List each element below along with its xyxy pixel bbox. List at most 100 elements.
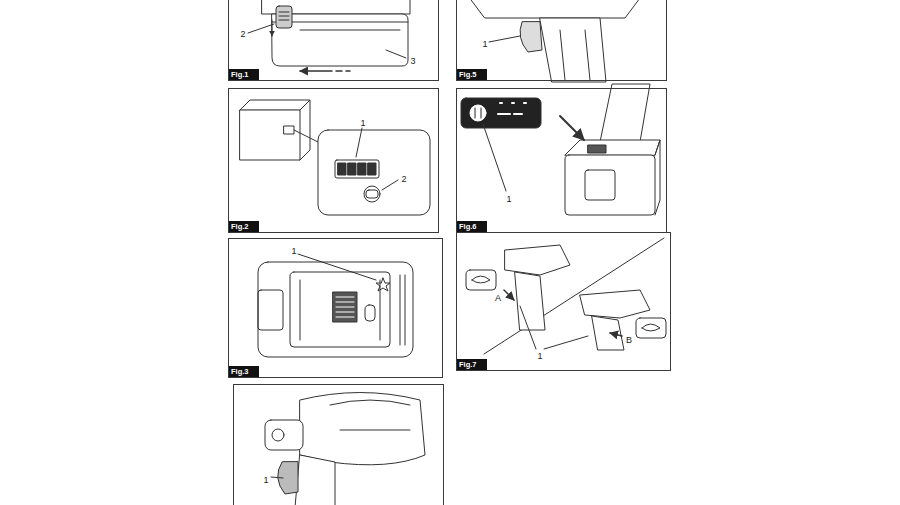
switch-position-figure bbox=[642, 324, 660, 331]
leader-line bbox=[298, 254, 376, 280]
callout-number: A bbox=[495, 294, 501, 303]
impact-driver-figure bbox=[265, 420, 303, 450]
battery-top-figure bbox=[400, 275, 405, 345]
battery-indicator-figure bbox=[294, 130, 318, 142]
battery-indicator-figure bbox=[366, 190, 378, 198]
display-panel-figure bbox=[560, 116, 584, 140]
battery-slide-figure bbox=[279, 12, 289, 20]
battery-indicator-figure bbox=[368, 163, 376, 175]
switch-position-figure bbox=[592, 316, 624, 350]
callout-number: 1 bbox=[506, 195, 511, 204]
battery-indicator-figure bbox=[338, 163, 346, 175]
figure-panel: 1Fig.6 bbox=[456, 88, 667, 233]
figure-panel: 1Fig.3 bbox=[228, 238, 443, 378]
leader-line bbox=[298, 254, 376, 280]
figure-label: Fig.6 bbox=[457, 221, 487, 233]
leader-line bbox=[248, 24, 274, 33]
switch-position-figure bbox=[610, 333, 622, 336]
figure-label: Fig.7 bbox=[457, 359, 487, 371]
display-panel-figure bbox=[600, 84, 650, 142]
figure-panel: 23Fig.1 bbox=[228, 0, 439, 81]
leader-line bbox=[382, 180, 398, 190]
display-panel-figure bbox=[585, 170, 615, 200]
display-panel-figure bbox=[588, 145, 606, 153]
battery-indicator-figure bbox=[284, 126, 294, 134]
battery-slide-figure bbox=[336, 70, 350, 72]
display-panel-figure bbox=[565, 140, 660, 155]
battery-indicator-figure bbox=[335, 160, 379, 178]
battery-top-figure bbox=[258, 290, 283, 330]
leader-line bbox=[356, 128, 398, 190]
callout-number: 1 bbox=[537, 352, 542, 361]
figure-panel: 12Fig.2 bbox=[228, 88, 439, 233]
impact-driver-figure bbox=[272, 429, 284, 441]
switch-position-figure bbox=[515, 272, 545, 330]
leader-line bbox=[489, 36, 520, 42]
figure-panel: 1 bbox=[233, 384, 444, 505]
tool-grip-figure bbox=[470, 0, 640, 82]
impact-driver-figure bbox=[300, 393, 425, 465]
battery-top-figure bbox=[336, 297, 354, 317]
callout-number: 1 bbox=[263, 476, 268, 485]
display-panel-figure bbox=[565, 155, 655, 215]
leader-line bbox=[489, 36, 520, 42]
battery-slide-figure bbox=[262, 0, 410, 71]
impact-driver-figure bbox=[295, 455, 335, 505]
tool-grip-figure bbox=[470, 0, 640, 18]
switch-position-figure bbox=[636, 318, 666, 338]
figure-panel: 1Fig.5 bbox=[456, 0, 667, 81]
impact-driver-figure bbox=[330, 400, 410, 430]
callout-number: 1 bbox=[291, 247, 296, 256]
switch-position-figure bbox=[466, 238, 666, 354]
leader-line bbox=[483, 124, 506, 191]
leader-line bbox=[271, 477, 283, 478]
display-panel-figure bbox=[475, 108, 481, 118]
callout-number: 3 bbox=[410, 57, 415, 66]
battery-slide-figure bbox=[272, 20, 273, 36]
switch-position-figure bbox=[504, 290, 514, 300]
leader-line bbox=[386, 50, 406, 58]
switch-position-figure bbox=[472, 276, 490, 283]
callout-number: B bbox=[626, 336, 632, 345]
battery-indicator-figure bbox=[348, 163, 356, 175]
leader-line bbox=[271, 477, 283, 478]
battery-top-figure bbox=[365, 305, 375, 321]
display-panel-figure bbox=[461, 98, 541, 128]
tool-grip-figure bbox=[540, 18, 606, 82]
battery-top-figure bbox=[258, 262, 413, 357]
battery-top-figure bbox=[333, 292, 357, 322]
leader-line bbox=[248, 24, 406, 58]
battery-top-figure bbox=[258, 262, 413, 357]
leader-line bbox=[356, 128, 362, 157]
battery-indicator-figure bbox=[318, 130, 430, 215]
callout-number: 2 bbox=[240, 30, 245, 39]
battery-slide-figure bbox=[276, 6, 292, 28]
battery-slide-figure bbox=[300, 30, 400, 31]
battery-indicator-figure bbox=[364, 186, 380, 202]
tool-grip-figure bbox=[520, 22, 542, 52]
switch-position-figure bbox=[505, 245, 570, 275]
display-panel-figure bbox=[500, 102, 526, 104]
battery-top-figure bbox=[300, 280, 380, 340]
display-panel-figure bbox=[470, 105, 486, 121]
switch-position-figure bbox=[466, 270, 496, 290]
battery-indicator-figure bbox=[300, 100, 310, 160]
battery-top-figure bbox=[290, 272, 390, 347]
battery-indicator-figure bbox=[240, 110, 300, 160]
figure-label: Fig.5 bbox=[457, 69, 487, 81]
battery-indicator-figure bbox=[240, 100, 430, 215]
switch-position-figure bbox=[580, 290, 650, 318]
callout-number: 2 bbox=[401, 175, 406, 184]
callout-number: 1 bbox=[360, 119, 365, 128]
display-panel-figure bbox=[461, 84, 660, 215]
impact-driver-figure bbox=[265, 393, 425, 505]
leader-line bbox=[520, 306, 536, 349]
leader-line bbox=[483, 124, 506, 191]
battery-indicator-figure bbox=[358, 163, 366, 175]
display-panel-figure bbox=[498, 113, 522, 115]
leader-line bbox=[520, 306, 588, 349]
tool-grip-figure bbox=[560, 30, 590, 80]
